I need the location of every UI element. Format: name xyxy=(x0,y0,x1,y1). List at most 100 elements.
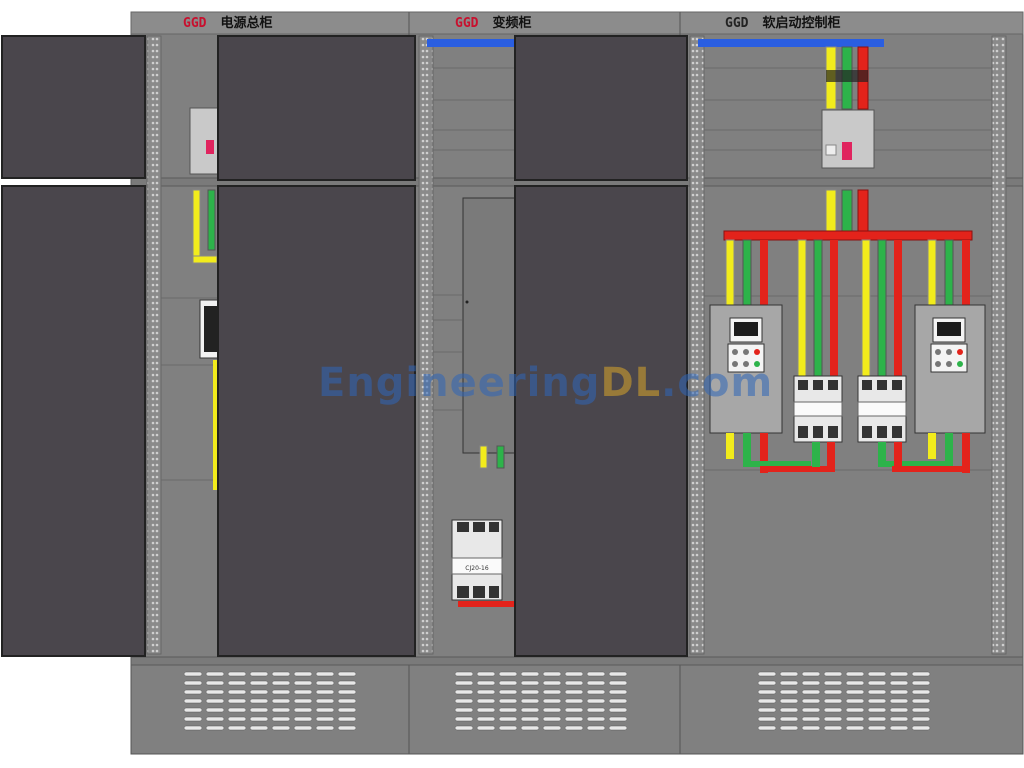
watermark-gold: DL xyxy=(600,360,662,406)
louver-slot xyxy=(315,689,335,695)
louver-slot xyxy=(183,689,203,695)
louver-slot xyxy=(564,689,584,695)
busbar-set-top xyxy=(825,46,869,110)
louver-slot xyxy=(315,680,335,686)
perf-rail xyxy=(418,35,434,655)
ventilation-louvers xyxy=(183,671,931,731)
louver-slot xyxy=(183,716,203,722)
door-left-bottom xyxy=(217,185,416,657)
louver-slot xyxy=(889,716,909,722)
cabinet-code: GGD xyxy=(725,16,749,31)
louver-slot xyxy=(889,680,909,686)
contactor-middle: CJ20-16 xyxy=(451,519,503,601)
louver-slot xyxy=(249,698,269,704)
louver-slot xyxy=(608,671,628,677)
louver-slot xyxy=(520,707,540,713)
louver-slot xyxy=(542,671,562,677)
louver-slot xyxy=(498,689,518,695)
louver-slot xyxy=(498,725,518,731)
louver-slot xyxy=(867,680,887,686)
louver-slot xyxy=(520,698,540,704)
louver-slot xyxy=(911,725,931,731)
louver-slot xyxy=(520,725,540,731)
louver-slot xyxy=(757,707,777,713)
louver-slot xyxy=(608,716,628,722)
louver-slot xyxy=(911,698,931,704)
louver-slot xyxy=(183,698,203,704)
louver-slot xyxy=(867,725,887,731)
louver-slot xyxy=(889,689,909,695)
louver-slot xyxy=(293,680,313,686)
louver-slot xyxy=(476,671,496,677)
louver-slot xyxy=(845,680,865,686)
louver-slot xyxy=(476,698,496,704)
louver-slot xyxy=(823,725,843,731)
louver-slot xyxy=(454,716,474,722)
louver-slot xyxy=(205,671,225,677)
contactor-label: CJ20-16 xyxy=(465,565,489,572)
louver-slot xyxy=(293,707,313,713)
louver-slot xyxy=(911,716,931,722)
louver-slot xyxy=(337,698,357,704)
rail-bottom xyxy=(130,656,1024,666)
busbar-red-horizontal xyxy=(723,230,973,241)
louver-slot xyxy=(249,689,269,695)
cabinet-name: 电源总柜 xyxy=(220,16,273,31)
louver-slot xyxy=(476,716,496,722)
louver-slot xyxy=(757,716,777,722)
breaker-top-left xyxy=(189,107,219,175)
louver-slot xyxy=(867,689,887,695)
louver-slot xyxy=(889,725,909,731)
louver-slot xyxy=(337,671,357,677)
louver-slot xyxy=(542,707,562,713)
louver-slot xyxy=(823,671,843,677)
louver-slot xyxy=(454,707,474,713)
louver-slot xyxy=(227,716,247,722)
cabinet-code: GGD xyxy=(183,16,207,31)
busbar-green xyxy=(496,445,505,469)
cabinet-name: 变频柜 xyxy=(492,16,532,31)
louver-slot xyxy=(498,707,518,713)
louver-slot xyxy=(293,698,313,704)
louver-slot xyxy=(205,689,225,695)
title-strip xyxy=(130,11,1024,35)
busbar-yellow-v xyxy=(213,360,218,490)
louver-slot xyxy=(564,716,584,722)
louver-slot xyxy=(779,671,799,677)
busbar-yellow xyxy=(479,445,488,469)
louver-slot xyxy=(476,707,496,713)
louver-slot xyxy=(911,689,931,695)
louver-slot xyxy=(227,689,247,695)
louver-slot xyxy=(183,707,203,713)
blue-accent-bar xyxy=(698,39,884,47)
cabinet-code: GGD xyxy=(455,16,479,31)
louver-slot xyxy=(801,707,821,713)
louver-slot xyxy=(779,725,799,731)
louver-slot xyxy=(293,671,313,677)
louver-slot xyxy=(845,671,865,677)
busbar-drops xyxy=(725,239,970,381)
louver-slot xyxy=(564,725,584,731)
louver-slot xyxy=(801,689,821,695)
louver-slot xyxy=(911,707,931,713)
blue-accent-bar xyxy=(427,39,515,47)
louver-slot xyxy=(801,671,821,677)
meter-body xyxy=(204,306,218,352)
louver-slot xyxy=(801,716,821,722)
louver-slot xyxy=(608,689,628,695)
louver-slot xyxy=(608,725,628,731)
open-door-top xyxy=(1,35,146,179)
soft-starter-left xyxy=(709,304,783,434)
busbar-yellow xyxy=(192,189,201,261)
louver-slot xyxy=(564,698,584,704)
louver-slot xyxy=(845,707,865,713)
louver-slot xyxy=(823,680,843,686)
louver-slot xyxy=(564,671,584,677)
louver-slot xyxy=(454,689,474,695)
louver-slot xyxy=(779,689,799,695)
louver-slot xyxy=(823,707,843,713)
louver-slot xyxy=(454,725,474,731)
louver-slot xyxy=(454,671,474,677)
louver-slot xyxy=(757,725,777,731)
